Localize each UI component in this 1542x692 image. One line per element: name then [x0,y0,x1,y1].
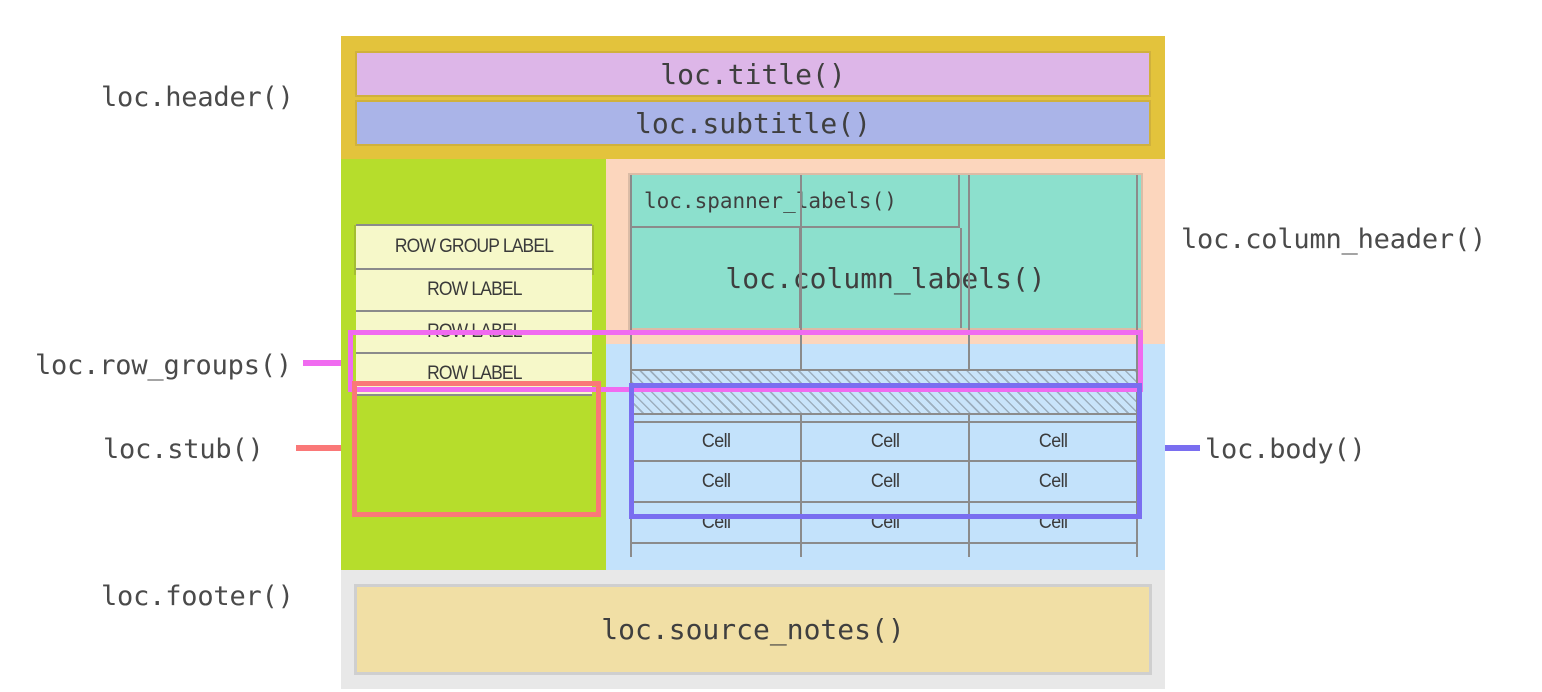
subtitle-label: loc.subtitle() [634,106,871,140]
annotation-header: loc.header() [101,82,294,113]
subtitle-box: loc.subtitle() [357,102,1149,144]
body-cell: Cell [970,462,1136,503]
cell-label: Cell [701,470,731,492]
body-cell: Cell [632,462,800,503]
header-band: loc.title() loc.subtitle() [341,36,1165,159]
connector-row-groups [303,360,351,366]
column-header-zone: loc.spanner_labels() loc.column_labels() [606,159,1165,344]
table-diagram: loc.title() loc.subtitle() loc.stubhead(… [341,36,1165,689]
column-header-inner: loc.spanner_labels() loc.column_labels() [630,175,1141,328]
grid-vline-mid1 [800,175,802,557]
cell-label: Cell [1038,470,1068,492]
body-cell: Cell [802,421,968,462]
annotation-footer-label: loc.footer() [101,581,294,612]
title-label: loc.title() [660,57,846,91]
grid-vline-right [1136,175,1138,557]
row-label-cell: ROW LABEL [356,270,592,312]
row-group-label-cell: ROW GROUP LABEL [356,224,592,270]
title-box: loc.title() [357,53,1149,95]
row-group-hatch-band [630,369,1138,415]
highlight-stub [352,381,601,517]
column-labels-cell: loc.column_labels() [630,228,1141,328]
body-cell: Cell [632,421,800,462]
cell-label: Cell [701,430,731,452]
body-cell: Cell [970,421,1136,462]
grid-vline-mid2 [968,175,970,557]
annotation-stub-label: loc.stub() [103,434,264,465]
cell-label: Cell [870,470,900,492]
annotation-row-groups: loc.row_groups() [35,350,292,381]
footer-zone: loc.source_notes() [341,570,1165,689]
row-label: ROW LABEL [426,363,522,384]
cell-label: Cell [1038,430,1068,452]
annotation-stub: loc.stub() [103,434,264,465]
column-labels-label: loc.column_labels() [725,261,1046,295]
row-group-label: ROW GROUP LABEL [394,236,554,257]
body-cell: Cell [632,503,800,544]
connector-stub [296,445,354,451]
spanner-cell: loc.spanner_labels() [630,175,960,228]
highlight-body [629,383,1142,519]
body-cell: Cell [802,462,968,503]
grid-vline-left [630,175,632,557]
annotation-footer: loc.footer() [101,581,294,612]
annotation-body-label: loc.body() [1205,434,1366,465]
source-notes-box: loc.source_notes() [357,587,1149,672]
annotation-body: loc.body() [1205,434,1366,465]
cell-label: Cell [870,430,900,452]
column-divider-inner-2 [960,228,962,328]
connector-body [1141,445,1200,451]
highlight-row-groups [348,330,1143,392]
row-label: ROW LABEL [426,279,522,300]
spanner-labels-label: loc.spanner_labels() [644,188,897,213]
annotation-header-label: loc.header() [101,82,294,113]
annotation-row-groups-label: loc.row_groups() [35,350,292,381]
annotation-column-header-label: loc.column_header() [1181,224,1487,255]
annotation-column-header: loc.column_header() [1181,224,1486,255]
source-notes-label: loc.source_notes() [601,613,905,646]
